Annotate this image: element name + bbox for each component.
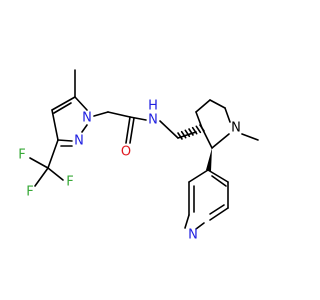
carbonyl-n-bond: [129, 116, 147, 121]
hash-wedge-segment: [191, 126, 198, 135]
amide-hydrogen: H: [148, 99, 158, 114]
atom-label-layer: N N O N H N N F F F: [18, 99, 241, 243]
cf3-f2-bond: [34, 167, 49, 187]
c5-c4-double-bond: [53, 102, 72, 114]
carbonyl-co-bond: [125, 116, 131, 144]
molecule-structure-diagram: N N O N H N N F F F: [18, 69, 259, 243]
fluorine-1: F: [18, 148, 25, 163]
ring-c4-c5-bond: [209, 99, 226, 109]
bond-layer: [29, 69, 259, 230]
c3-cf3-bond: [47, 139, 59, 169]
hash-wedge-segment: [180, 130, 187, 139]
cf3-f3-bond: [47, 167, 64, 181]
bold-wedge: [206, 148, 212, 171]
n1-ch2-bond: [93, 111, 109, 117]
c5-n1-bond: [74, 96, 88, 111]
pyrazole-nitrogen-1: N: [82, 111, 92, 126]
pyridine-nitrogen: N: [188, 228, 198, 243]
amide-nitrogen: N: [148, 113, 158, 128]
hash-wedge-segment: [177, 132, 183, 140]
c4-c3-bond: [51, 109, 59, 141]
py-c3-c2-bond: [188, 169, 209, 183]
cf3-f1-bond: [29, 157, 49, 169]
hash-wedge-segment: [195, 125, 202, 134]
c3-n2-bond: [57, 139, 73, 142]
hash-wedge-segment: [184, 129, 191, 138]
py-c5-c6-double-bond: [209, 204, 225, 215]
carbonyl-co-double-bond: [129, 117, 135, 144]
pyrazole-nitrogen-2: N: [74, 134, 84, 149]
py-c3-c4-bond: [207, 169, 229, 183]
hash-wedge-segment: [199, 124, 205, 132]
hash-wedge-segment: [188, 128, 194, 136]
py-c5-c6-bond: [209, 207, 229, 221]
n2-n1-bond: [81, 124, 88, 133]
ring-n-c2-bond: [211, 133, 230, 149]
fluorine-2: F: [26, 185, 33, 200]
py-c3-c4-double-bond: [211, 175, 227, 187]
carbonyl-oxygen: O: [121, 145, 131, 160]
c5-c4-bond: [51, 96, 76, 111]
ch2-carbonyl-bond: [107, 111, 131, 118]
n-ch2-bond: [159, 120, 179, 139]
ring-c5-n-bond: [224, 107, 231, 123]
fluorine-3: F: [66, 175, 73, 190]
py-c6-n-bond: [195, 222, 205, 230]
pyrrolidine-nitrogen: N: [231, 121, 241, 136]
ring-c3-c4-bond: [195, 99, 211, 113]
py-n-c1-bond: [184, 214, 190, 229]
n-methyl-bond: [241, 133, 259, 141]
